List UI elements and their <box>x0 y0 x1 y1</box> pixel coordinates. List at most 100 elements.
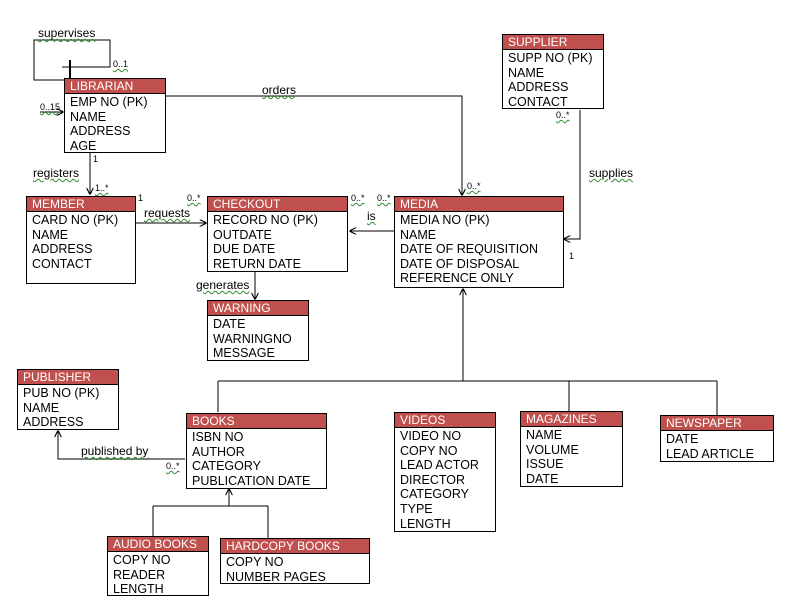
cardinality-label: 0..1 <box>113 59 129 69</box>
entity-title: MEMBER <box>27 197 135 212</box>
entity-attribute: CATEGORY <box>400 487 469 502</box>
entity-attribute: MESSAGE <box>213 346 275 361</box>
relationship-published-by: published by <box>81 444 149 458</box>
entity-attribute: CONTACT <box>32 256 92 271</box>
entity-attribute: NAME <box>32 227 69 242</box>
entity-attribute: VIDEO NO <box>400 429 462 443</box>
cardinality-label: 0..* <box>351 193 365 203</box>
entity-attribute: ADDRESS <box>32 242 93 257</box>
relationship-requests: requests <box>144 206 191 220</box>
entity-attribute: OUTDATE <box>213 227 272 242</box>
entity-warning[interactable]: WARNING DATE WARNINGNO MESSAGE <box>207 300 309 361</box>
entity-title: VIDEOS <box>395 413 495 428</box>
entity-title: MEDIA <box>395 197 563 212</box>
cardinality-label: 1..* <box>95 183 109 193</box>
supervises-line <box>33 39 111 81</box>
cardinality-label: 0..* <box>166 461 180 471</box>
entity-publisher[interactable]: PUBLISHER PUB NO (PK) NAME ADDRESS <box>17 369 119 430</box>
cardinality-label: 1 <box>93 154 99 164</box>
entity-attribute: COPY NO <box>113 553 171 567</box>
entity-media[interactable]: MEDIA MEDIA NO (PK) NAME DATE OF REQUISI… <box>394 196 564 288</box>
relationship-generates: generates <box>196 278 250 292</box>
entity-attribute: SUPP NO (PK) <box>508 51 593 65</box>
entity-attribute: COPY NO <box>226 555 284 569</box>
entity-title: NEWSPAPER <box>661 416 773 431</box>
relationship-is: is <box>367 209 376 223</box>
entity-attribute: DUE DATE <box>213 242 276 257</box>
entity-supplier[interactable]: SUPPLIER SUPP NO (PK) NAME ADDRESS CONTA… <box>502 34 604 109</box>
entity-attribute: REFERENCE ONLY <box>400 271 514 286</box>
cardinality-label: 0..* <box>187 193 201 203</box>
entity-attribute: CONTACT <box>508 94 568 109</box>
entity-attribute: AUTHOR <box>192 444 245 459</box>
entity-attribute: CATEGORY <box>192 459 261 474</box>
entity-attribute: ISSUE <box>526 457 564 472</box>
entity-attribute: CARD NO (PK) <box>32 213 119 227</box>
entity-attribute: TYPE <box>400 501 433 516</box>
entity-attribute: DATE <box>213 317 246 331</box>
entity-hardcopy-books[interactable]: HARDCOPY BOOKS COPY NO NUMBER PAGES <box>220 538 370 584</box>
entity-attribute: ISBN NO <box>192 430 244 444</box>
entity-magazines[interactable]: MAGAZINES NAME VOLUME ISSUE DATE <box>520 411 623 487</box>
entity-title: CHECKOUT <box>208 197 347 212</box>
entity-title: WARNING <box>208 301 308 316</box>
entity-attribute: DIRECTOR <box>400 472 466 487</box>
entity-books[interactable]: BOOKS ISBN NO AUTHOR CATEGORY PUBLICATIO… <box>186 413 327 489</box>
entity-attribute: COPY NO <box>400 443 458 458</box>
entity-attribute: NAME <box>526 428 563 442</box>
entity-videos[interactable]: VIDEOS VIDEO NO COPY NO LEAD ACTOR DIREC… <box>394 412 496 532</box>
cardinality-label: 0..15 <box>40 102 61 112</box>
entity-attribute: LEAD ACTOR <box>400 458 479 473</box>
entity-title: HARDCOPY BOOKS <box>221 539 369 554</box>
entity-attribute: VOLUME <box>526 442 579 457</box>
cardinality-label: 0..* <box>467 181 481 191</box>
relationship-supervises: supervises <box>38 26 96 40</box>
cardinality-label: 1 <box>138 193 144 203</box>
entity-attribute: MEDIA NO (PK) <box>400 213 490 227</box>
entity-title: PUBLISHER <box>18 370 118 385</box>
entity-attribute: NAME <box>23 400 60 415</box>
entity-attribute: LENGTH <box>113 582 164 597</box>
entity-attribute: DATE <box>666 432 699 446</box>
entity-attribute: ADDRESS <box>23 415 84 430</box>
entity-attribute: AGE <box>70 138 97 153</box>
cardinality-label: 0..* <box>377 193 391 203</box>
entity-attribute: NAME <box>400 227 437 242</box>
entity-attribute: DATE OF REQUISITION <box>400 242 538 257</box>
entity-audio-books[interactable]: AUDIO BOOKS COPY NO READER LENGTH <box>107 536 209 596</box>
relationship-supplies: supplies <box>589 166 634 180</box>
published-by-line <box>58 431 185 460</box>
relationship-orders: orders <box>262 83 297 97</box>
entity-title: AUDIO BOOKS <box>108 537 208 552</box>
relationship-registers: registers <box>33 166 80 180</box>
entity-attribute: NAME <box>70 109 107 124</box>
entity-attribute: NAME <box>508 65 545 80</box>
entity-title: BOOKS <box>187 414 326 429</box>
entity-attribute: PUBLICATION DATE <box>192 473 311 488</box>
entity-attribute: PUB NO (PK) <box>23 386 100 400</box>
entity-title: MAGAZINES <box>521 412 622 427</box>
entity-attribute: LENGTH <box>400 516 451 531</box>
entity-attribute: NUMBER PAGES <box>226 569 326 584</box>
supplies-line <box>564 110 581 239</box>
entity-member[interactable]: MEMBER CARD NO (PK) NAME ADDRESS CONTACT <box>26 196 136 284</box>
cardinality-label: 1 <box>569 251 575 261</box>
entity-attribute: LEAD ARTICLE <box>666 446 755 461</box>
cardinality-label: 0..* <box>556 110 570 120</box>
entity-attribute: RECORD NO (PK) <box>213 213 318 227</box>
entity-attribute: ADDRESS <box>70 124 131 139</box>
entity-attribute: WARNINGNO <box>213 331 292 346</box>
entity-attribute: EMP NO (PK) <box>70 95 148 109</box>
entity-attribute: RETURN DATE <box>213 256 301 271</box>
entity-attribute: ADDRESS <box>508 80 569 95</box>
entity-librarian[interactable]: LIBRARIAN EMP NO (PK) NAME ADDRESS AGE <box>64 78 166 153</box>
entity-checkout[interactable]: CHECKOUT RECORD NO (PK) OUTDATE DUE DATE… <box>207 196 348 272</box>
orders-line <box>166 95 462 195</box>
entity-attribute: DATE <box>526 471 559 486</box>
entity-attribute: DATE OF DISPOSAL <box>400 256 520 271</box>
entity-attribute: READER <box>113 567 166 582</box>
entity-title: SUPPLIER <box>503 35 603 50</box>
entity-title: LIBRARIAN <box>65 79 165 94</box>
entity-newspaper[interactable]: NEWSPAPER DATE LEAD ARTICLE <box>660 415 774 462</box>
